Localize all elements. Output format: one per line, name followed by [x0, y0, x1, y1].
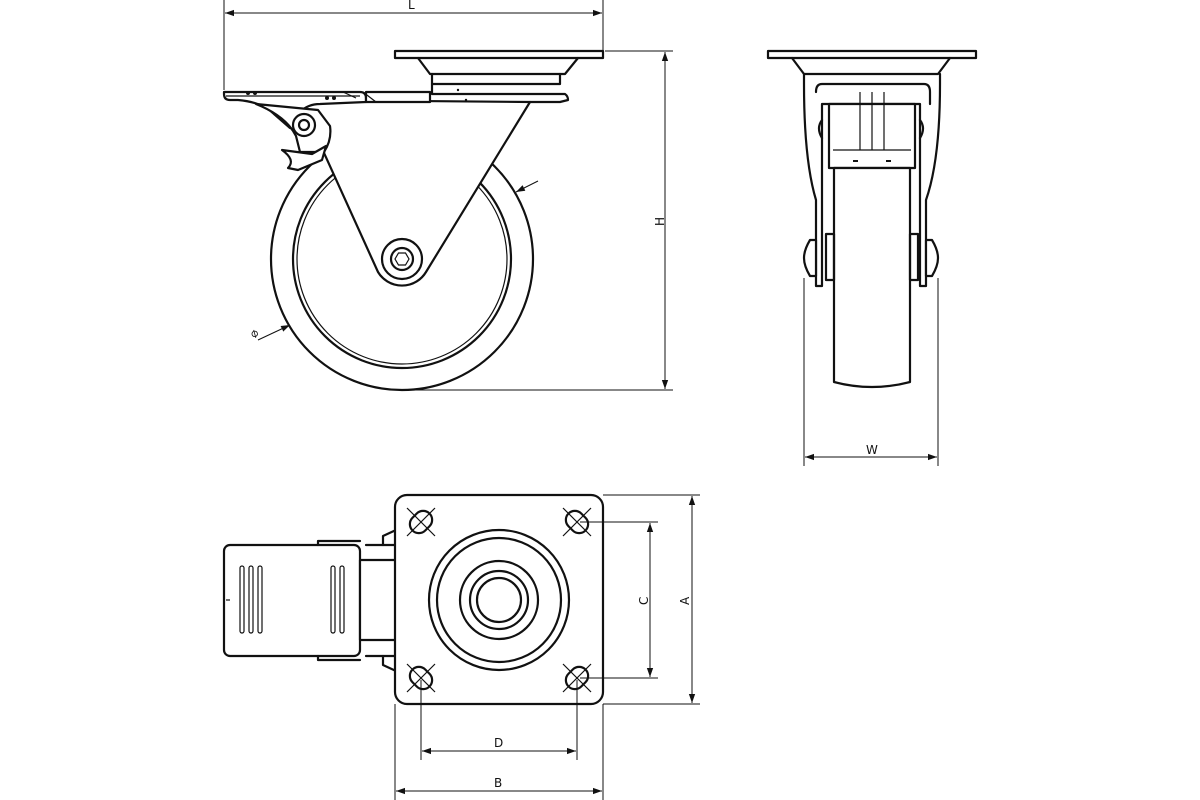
- top-kingpin-ring-mid: [435, 536, 563, 664]
- side-fork-shoulder: [430, 82, 570, 104]
- side-axle-boss: [380, 237, 424, 281]
- dim-label-length: L: [408, 0, 415, 12]
- top-pedal-grip-2: [248, 565, 254, 634]
- side-bearing-housing: [416, 56, 580, 76]
- top-pedal-grip-5: [339, 565, 345, 634]
- top-kingpin-ring-inner: [458, 559, 540, 641]
- dim-label-height: H: [653, 217, 667, 226]
- top-pedal-grip-1: [239, 565, 245, 634]
- dim-label-hole-spacing-x: D: [494, 736, 503, 750]
- front-wheel: [832, 166, 912, 389]
- side-brake-arm: [364, 90, 432, 104]
- side-top-plate: [393, 49, 605, 60]
- dim-label-width: W: [866, 443, 878, 457]
- front-axle-nut-left: [802, 238, 818, 278]
- top-pedal-grip-3: [257, 565, 263, 634]
- dim-label-plate-outer-y: A: [678, 596, 692, 605]
- front-bearing-housing: [790, 56, 952, 76]
- top-pedal-grip-4: [330, 565, 336, 634]
- side-brake-shoe: [280, 144, 328, 172]
- top-mount-hole-br: [562, 663, 592, 693]
- top-mounting-plate: [393, 493, 605, 706]
- top-kingpin-ring-outer: [427, 528, 571, 672]
- top-mount-hole-tr: [562, 507, 592, 537]
- front-view: W: [766, 49, 978, 466]
- top-mount-hole-tl: [406, 507, 436, 537]
- top-brake-arm: [358, 558, 398, 642]
- front-top-plate: [766, 49, 978, 60]
- top-view: C A D B: [222, 493, 700, 800]
- top-mount-hole-bl: [406, 663, 436, 693]
- dim-label-wheel-diameter: ⌀: [246, 327, 262, 340]
- side-fork-leg: [298, 98, 532, 287]
- side-axle: [389, 246, 415, 272]
- top-kingpin-center: [475, 576, 523, 624]
- side-view: ⌀ L H: [222, 0, 673, 392]
- dim-label-plate-outer-x: B: [494, 776, 502, 790]
- side-brake-pivot-inner: [297, 118, 311, 132]
- side-brake-pivot-outer: [291, 112, 317, 138]
- front-axle-nut-right: [924, 238, 940, 278]
- dim-label-hole-spacing-y: C: [637, 597, 651, 605]
- side-axle-hex-icon: [394, 252, 410, 266]
